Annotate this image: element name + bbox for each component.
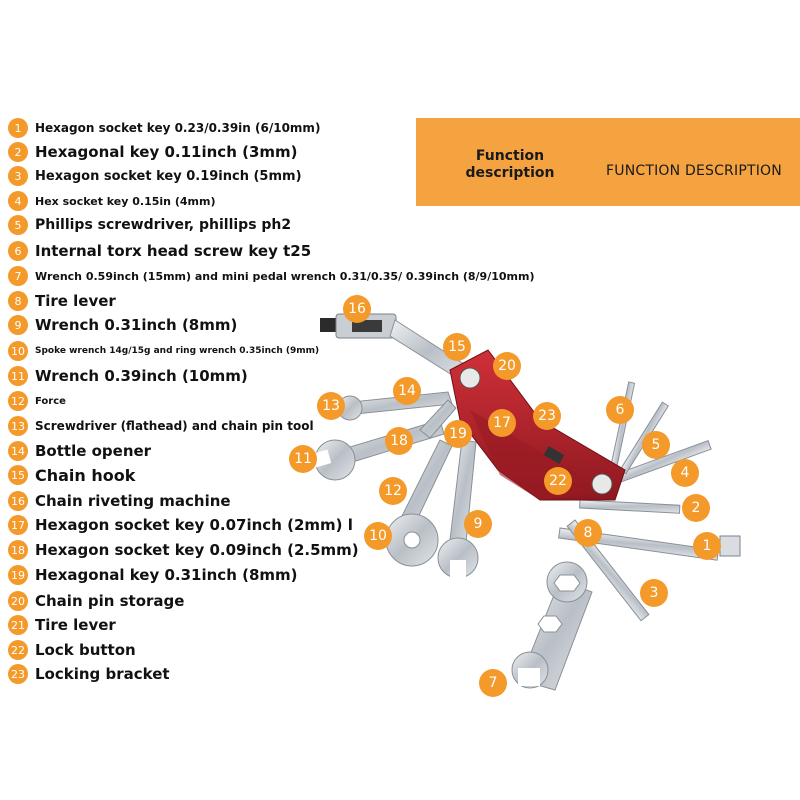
callout-12: 12 [379,477,407,505]
callout-15: 15 [443,333,471,361]
list-item: 7 Wrench 0.59inch (15mm) and mini pedal w… [8,266,535,286]
callout-22: 22 [544,467,572,495]
function-text: Tire lever [35,616,116,634]
function-description-label: Function description [465,148,555,181]
list-item: 5 Phillips screwdriver, phillips ph2 [8,215,291,235]
list-item: 19 Hexagonal key 0.31inch (8mm) [8,565,298,585]
number-badge: 8 [8,291,28,311]
number-badge: 20 [8,591,28,611]
list-item: 15 Chain hook [8,465,135,485]
function-text: Spoke wrench 14g/15g and ring wrench 0.3… [35,346,320,356]
callout-2: 2 [682,494,710,522]
list-item: 9 Wrench 0.31inch (8mm) [8,315,237,335]
callout-17: 17 [488,409,516,437]
function-text: Wrench 0.31inch (8mm) [35,316,238,334]
number-badge: 1 [8,118,28,138]
number-badge: 9 [8,315,28,335]
number-badge: 6 [8,241,28,261]
function-text: Hexagon socket key 0.19inch (5mm) [35,168,302,184]
callout-9: 9 [464,510,492,538]
callout-11: 11 [289,445,317,473]
callout-14: 14 [393,377,421,405]
number-badge: 7 [8,266,28,286]
number-badge: 22 [8,640,28,660]
list-item: 4 Hex socket key 0.15in (4mm) [8,191,215,211]
number-badge: 11 [8,366,28,386]
number-badge: 14 [8,441,28,461]
callout-19: 19 [444,420,472,448]
list-item: 21 Tire lever [8,615,116,635]
function-text: Bottle opener [35,442,152,460]
function-text: Wrench 0.39inch (10mm) [35,367,248,385]
number-badge: 17 [8,515,28,535]
list-item: 1 Hexagon socket key 0.23/0.39in (6/10mm) [8,118,320,138]
list-item: 17 Hexagon socket key 0.07inch (2mm) l [8,515,353,535]
number-badge: 3 [8,166,28,186]
function-text: Screwdriver (flathead) and chain pin too… [35,419,314,433]
function-text: Lock button [35,641,136,659]
callout-8: 8 [574,519,602,547]
callout-13: 13 [317,392,345,420]
function-text: Locking bracket [35,665,170,683]
callout-20: 20 [493,352,521,380]
callout-23: 23 [533,402,561,430]
tire-lever [419,399,457,439]
wrench-9 [437,439,479,580]
function-text: Chain hook [35,465,136,485]
number-badge: 21 [8,615,28,635]
function-text: Chain pin storage [35,592,185,610]
number-badge: 15 [8,465,28,485]
function-text: Phillips screwdriver, phillips ph2 [35,217,292,233]
list-item: 14 Bottle opener [8,441,151,461]
function-text: Internal torx head screw key t25 [35,242,312,260]
callout-4: 4 [671,459,699,487]
list-item: 2 Hexagonal key 0.11inch (3mm) [8,142,298,162]
callout-10: 10 [364,522,392,550]
function-text: Tire lever [35,292,116,310]
function-header-band: Function description FUNCTION DESCRIPTIO… [416,118,800,206]
list-item: 20 Chain pin storage [8,591,184,611]
callout-5: 5 [642,431,670,459]
number-badge: 16 [8,491,28,511]
list-item: 6 Internal torx head screw key t25 [8,241,311,261]
callout-18: 18 [385,427,413,455]
list-item: 18 Hexagon socket key 0.09inch (2.5mm) [8,540,359,560]
number-badge: 10 [8,341,28,361]
list-item: 12 Force [8,391,66,411]
hex-key-2 [579,499,681,514]
callout-3: 3 [640,579,668,607]
function-text: Wrench 0.59inch (15mm) and mini pedal wr… [35,269,535,283]
function-text: Hexagon socket key 0.07inch (2mm) l [35,516,353,534]
number-badge: 13 [8,416,28,436]
function-text: Hex socket key 0.15in (4mm) [35,194,216,208]
function-text: Force [35,395,66,407]
pedal-wrench [511,561,593,691]
list-item: 23 Locking bracket [8,664,170,684]
number-badge: 19 [8,565,28,585]
list-item: 16 Chain riveting machine [8,491,231,511]
function-text: Hexagonal key 0.11inch (3mm) [35,143,298,161]
function-text: Hexagon socket key 0.23/0.39in (6/10mm) [35,121,321,135]
list-item: 10 Spoke wrench 14g/15g and ring wrench 0… [8,341,319,361]
number-badge: 23 [8,664,28,684]
list-item: 22 Lock button [8,640,136,660]
function-description-heading: FUNCTION DESCRIPTION [606,163,782,179]
number-badge: 4 [8,191,28,211]
list-item: 11 Wrench 0.39inch (10mm) [8,366,248,386]
number-badge: 2 [8,142,28,162]
function-text: Chain riveting machine [35,492,231,510]
number-badge: 5 [8,215,28,235]
list-item: 3 Hexagon socket key 0.19inch (5mm) [8,166,302,186]
callout-1: 1 [693,532,721,560]
callout-16: 16 [343,295,371,323]
callout-7: 7 [479,669,507,697]
function-text: Hexagon socket key 0.09inch (2.5mm) [35,541,359,559]
callout-6: 6 [606,396,634,424]
number-badge: 12 [8,391,28,411]
function-text: Hexagonal key 0.31inch (8mm) [35,566,298,584]
number-badge: 18 [8,540,28,560]
list-item: 13 Screwdriver (flathead) and chain pin t… [8,416,314,436]
list-item: 8 Tire lever [8,291,116,311]
